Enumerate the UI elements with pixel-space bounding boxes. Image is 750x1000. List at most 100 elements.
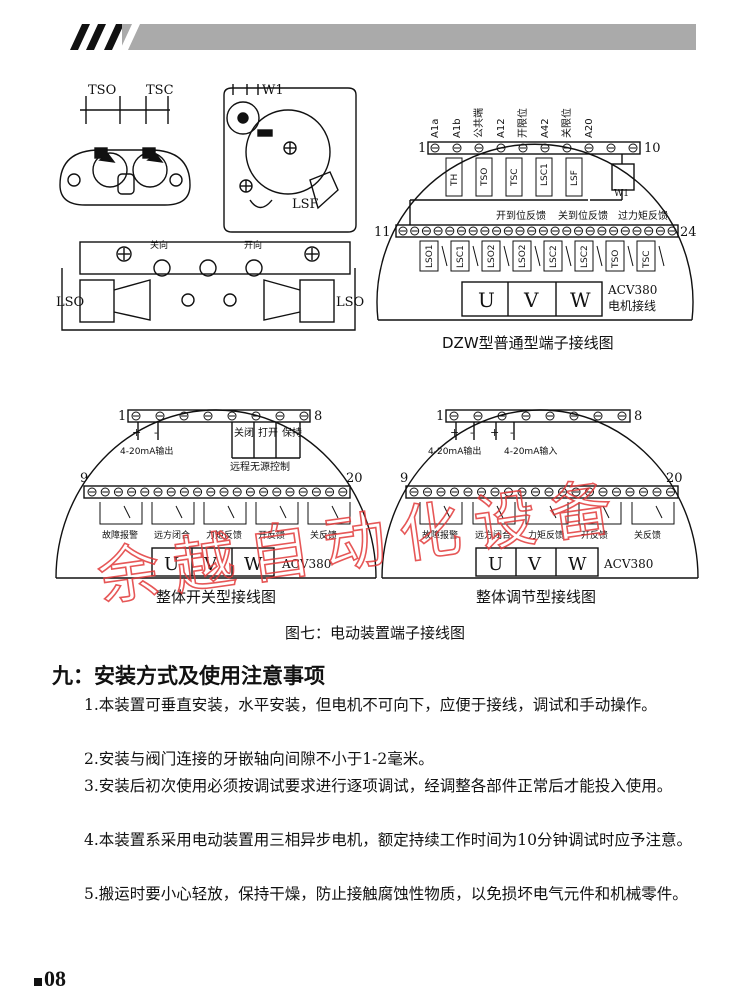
header-band [70, 24, 696, 50]
onoff-top-end: 8 [314, 409, 322, 424]
onoff-wiring-diagram [55, 409, 377, 579]
output-group-bracket [307, 502, 351, 525]
paragraph-1: 1.本装置可垂直安装，水平安装，但电机不可向下，应便于接线，调试和手动操作。 [84, 696, 657, 714]
onoff-minus: - [154, 426, 158, 439]
onoff-v: V [203, 554, 218, 575]
w1-label: W1 [262, 83, 284, 98]
dzw-switch-contact [472, 245, 479, 267]
terminal-screw [457, 226, 466, 236]
section-title: 九：安装方式及使用注意事项 [52, 664, 325, 688]
output-contact [227, 505, 235, 519]
dzw-column-label: 公共端 [472, 108, 485, 138]
terminal-screw [644, 226, 654, 236]
dzw-bottom-switch-box [419, 240, 439, 272]
terminal-screw [433, 226, 443, 236]
output-contact [279, 505, 287, 519]
output-group-label: 力矩反馈 [206, 529, 242, 541]
dzw-feedback-open: 开到位反馈 [496, 209, 546, 222]
onoff-control-close: 关闭 [234, 426, 254, 439]
terminal-screw [193, 487, 203, 497]
terminal-screw [480, 226, 490, 236]
terminal-screw [655, 226, 665, 236]
dzw-column-label: 开限位 [516, 108, 529, 138]
terminal-screw [597, 226, 607, 236]
output-contact [655, 505, 663, 519]
output-group-label: 故障报警 [102, 529, 138, 541]
terminal-screw [544, 487, 554, 497]
terminal-screw [545, 411, 555, 421]
terminal-screw [398, 226, 408, 236]
close-direction-label: 关向 [150, 239, 168, 251]
reg-minus-in: - [510, 426, 514, 439]
onoff-u: U [164, 554, 179, 575]
terminal-screw [113, 487, 123, 497]
onoff-w: W [244, 554, 263, 575]
terminal-screw [609, 226, 619, 236]
dzw-v: V [523, 288, 539, 312]
output-contact [549, 505, 557, 519]
output-group-label: 开反馈 [258, 529, 285, 541]
terminal-screw [275, 411, 285, 421]
output-contact [443, 505, 451, 519]
reg-minus-out: - [470, 426, 474, 439]
figure-caption: 图七：电动装置端子接线图 [284, 624, 465, 642]
output-group-bracket [631, 502, 675, 525]
onoff-title: 整体开关型接线图 [156, 588, 276, 606]
output-group-label: 关反馈 [634, 529, 661, 541]
dzw-bottom-switch-label: LSO2 [518, 244, 528, 268]
terminal-screw [477, 487, 486, 497]
dzw-bottom-switch-box [636, 240, 656, 272]
terminal-screw [430, 143, 440, 153]
terminal-screw [155, 411, 165, 421]
onoff-bottom-end: 20 [346, 471, 363, 486]
terminal-screw [593, 411, 603, 421]
terminal-screw [100, 487, 110, 497]
dzw-switch-box [475, 157, 493, 197]
paragraph-5: 5.搬运时要小心轻放，保持干燥，防止接触腐蚀性物质，以免损坏电气元件和机械零件。 [84, 885, 688, 903]
terminal-screw [617, 411, 627, 421]
dzw-column-label: A12 [496, 118, 507, 138]
terminal-screw [531, 487, 540, 497]
terminal-screw [325, 487, 335, 497]
dzw-bottom-switch-box [450, 240, 470, 272]
dzw-switch-label: TH [450, 174, 460, 187]
tso-label: TSO [88, 83, 116, 98]
lso-right-label: LSO [336, 295, 364, 310]
terminal-screw [153, 487, 163, 497]
output-group-bracket [472, 502, 516, 525]
dzw-switch-box [445, 157, 463, 197]
reg-v: V [527, 554, 542, 575]
terminal-screw [652, 487, 662, 497]
terminal-screw [496, 143, 506, 153]
dzw-column-label: A1a [430, 119, 441, 138]
onoff-motor-model: ACV380 [281, 557, 331, 571]
dzw-column-label: 关限位 [560, 108, 573, 138]
terminal-screw [245, 487, 255, 497]
reg-motor-model: ACV380 [603, 557, 653, 571]
dzw-column-label: A20 [584, 118, 595, 138]
terminal-screw [497, 411, 507, 421]
terminal-screw [285, 487, 295, 497]
lsf-label: LSF [292, 197, 319, 212]
terminal-screw [527, 226, 537, 236]
dzw-bottom-switch-label: LSC1 [456, 245, 466, 268]
output-group-bracket [255, 502, 299, 525]
terminal-screw [259, 487, 269, 497]
terminal-screw [131, 411, 141, 421]
reg-plus-out: + [450, 426, 459, 439]
dzw-bottom-switch-label: LSC2 [549, 245, 559, 268]
dzw-switch-box [535, 157, 553, 197]
dzw-top-start: 1 [418, 141, 426, 156]
dzw-feedback-close: 关到位反馈 [558, 209, 608, 222]
terminal-screw [562, 226, 572, 236]
terminal-screw [503, 226, 513, 236]
terminal-screw [436, 487, 446, 497]
reg-top-end: 8 [634, 409, 642, 424]
output-group-label: 关反馈 [310, 529, 337, 541]
dzw-bottom-start: 11 [374, 225, 391, 240]
terminal-screw [518, 143, 528, 153]
reg-title: 整体调节型接线图 [476, 588, 596, 606]
output-contact [175, 505, 183, 519]
dzw-switch-contact [627, 245, 634, 267]
dzw-bottom-switch-label: LSO2 [487, 244, 497, 268]
